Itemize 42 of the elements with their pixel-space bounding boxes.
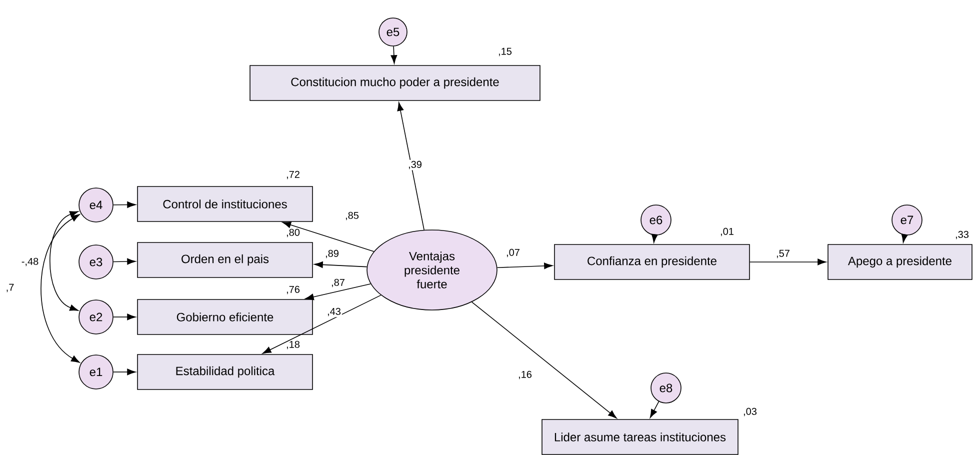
arrow xyxy=(262,294,382,354)
r-squared-label: ,03 xyxy=(744,408,757,416)
variable-box: Control de instituciones xyxy=(137,186,313,222)
r-squared-label: ,76 xyxy=(286,286,300,294)
arrow xyxy=(750,258,826,266)
variable-box: Lider asume tareas instituciones xyxy=(542,419,738,455)
r-squared-label: ,01 xyxy=(720,228,734,236)
r-squared-label: ,18 xyxy=(286,340,300,350)
arrow xyxy=(113,368,136,376)
arrow xyxy=(50,211,78,311)
arrow xyxy=(650,401,660,418)
edge-label: ,85 xyxy=(344,210,360,222)
arrow xyxy=(305,284,372,300)
variable-box: Estabilidad politica xyxy=(137,354,313,390)
r-squared-label: ,72 xyxy=(286,170,300,180)
edge-label: ,07 xyxy=(505,248,521,258)
arrow xyxy=(282,222,374,252)
arrow xyxy=(651,234,658,243)
arrow xyxy=(901,234,908,243)
variable-box: Apego a presidente xyxy=(828,244,972,280)
r-squared-label: ,33 xyxy=(956,230,968,240)
edge-label: ,89 xyxy=(324,248,340,260)
arrow xyxy=(40,214,80,363)
edge-label: ,87 xyxy=(330,278,346,288)
edge-label: ,43 xyxy=(326,306,342,318)
variable-box: Gobierno eficiente xyxy=(137,299,313,335)
arrow xyxy=(113,202,136,208)
r-squared-label: ,80 xyxy=(286,228,300,238)
edge-label: ,39 xyxy=(407,160,423,170)
r-squared-label: ,15 xyxy=(498,48,512,56)
variable-box: Orden en el pais xyxy=(137,242,313,278)
arrow xyxy=(390,46,398,64)
edge-label: ,16 xyxy=(517,370,533,380)
arrow xyxy=(314,261,368,268)
variable-box: Constitucion mucho poder a presidente xyxy=(250,65,540,101)
arrow xyxy=(471,302,617,418)
arrow xyxy=(397,102,424,230)
arrow xyxy=(113,314,136,320)
arrow xyxy=(496,262,553,270)
variable-box: Confianza en presidente xyxy=(554,244,750,280)
edge-label: ,57 xyxy=(775,248,791,260)
arrow xyxy=(113,258,136,265)
